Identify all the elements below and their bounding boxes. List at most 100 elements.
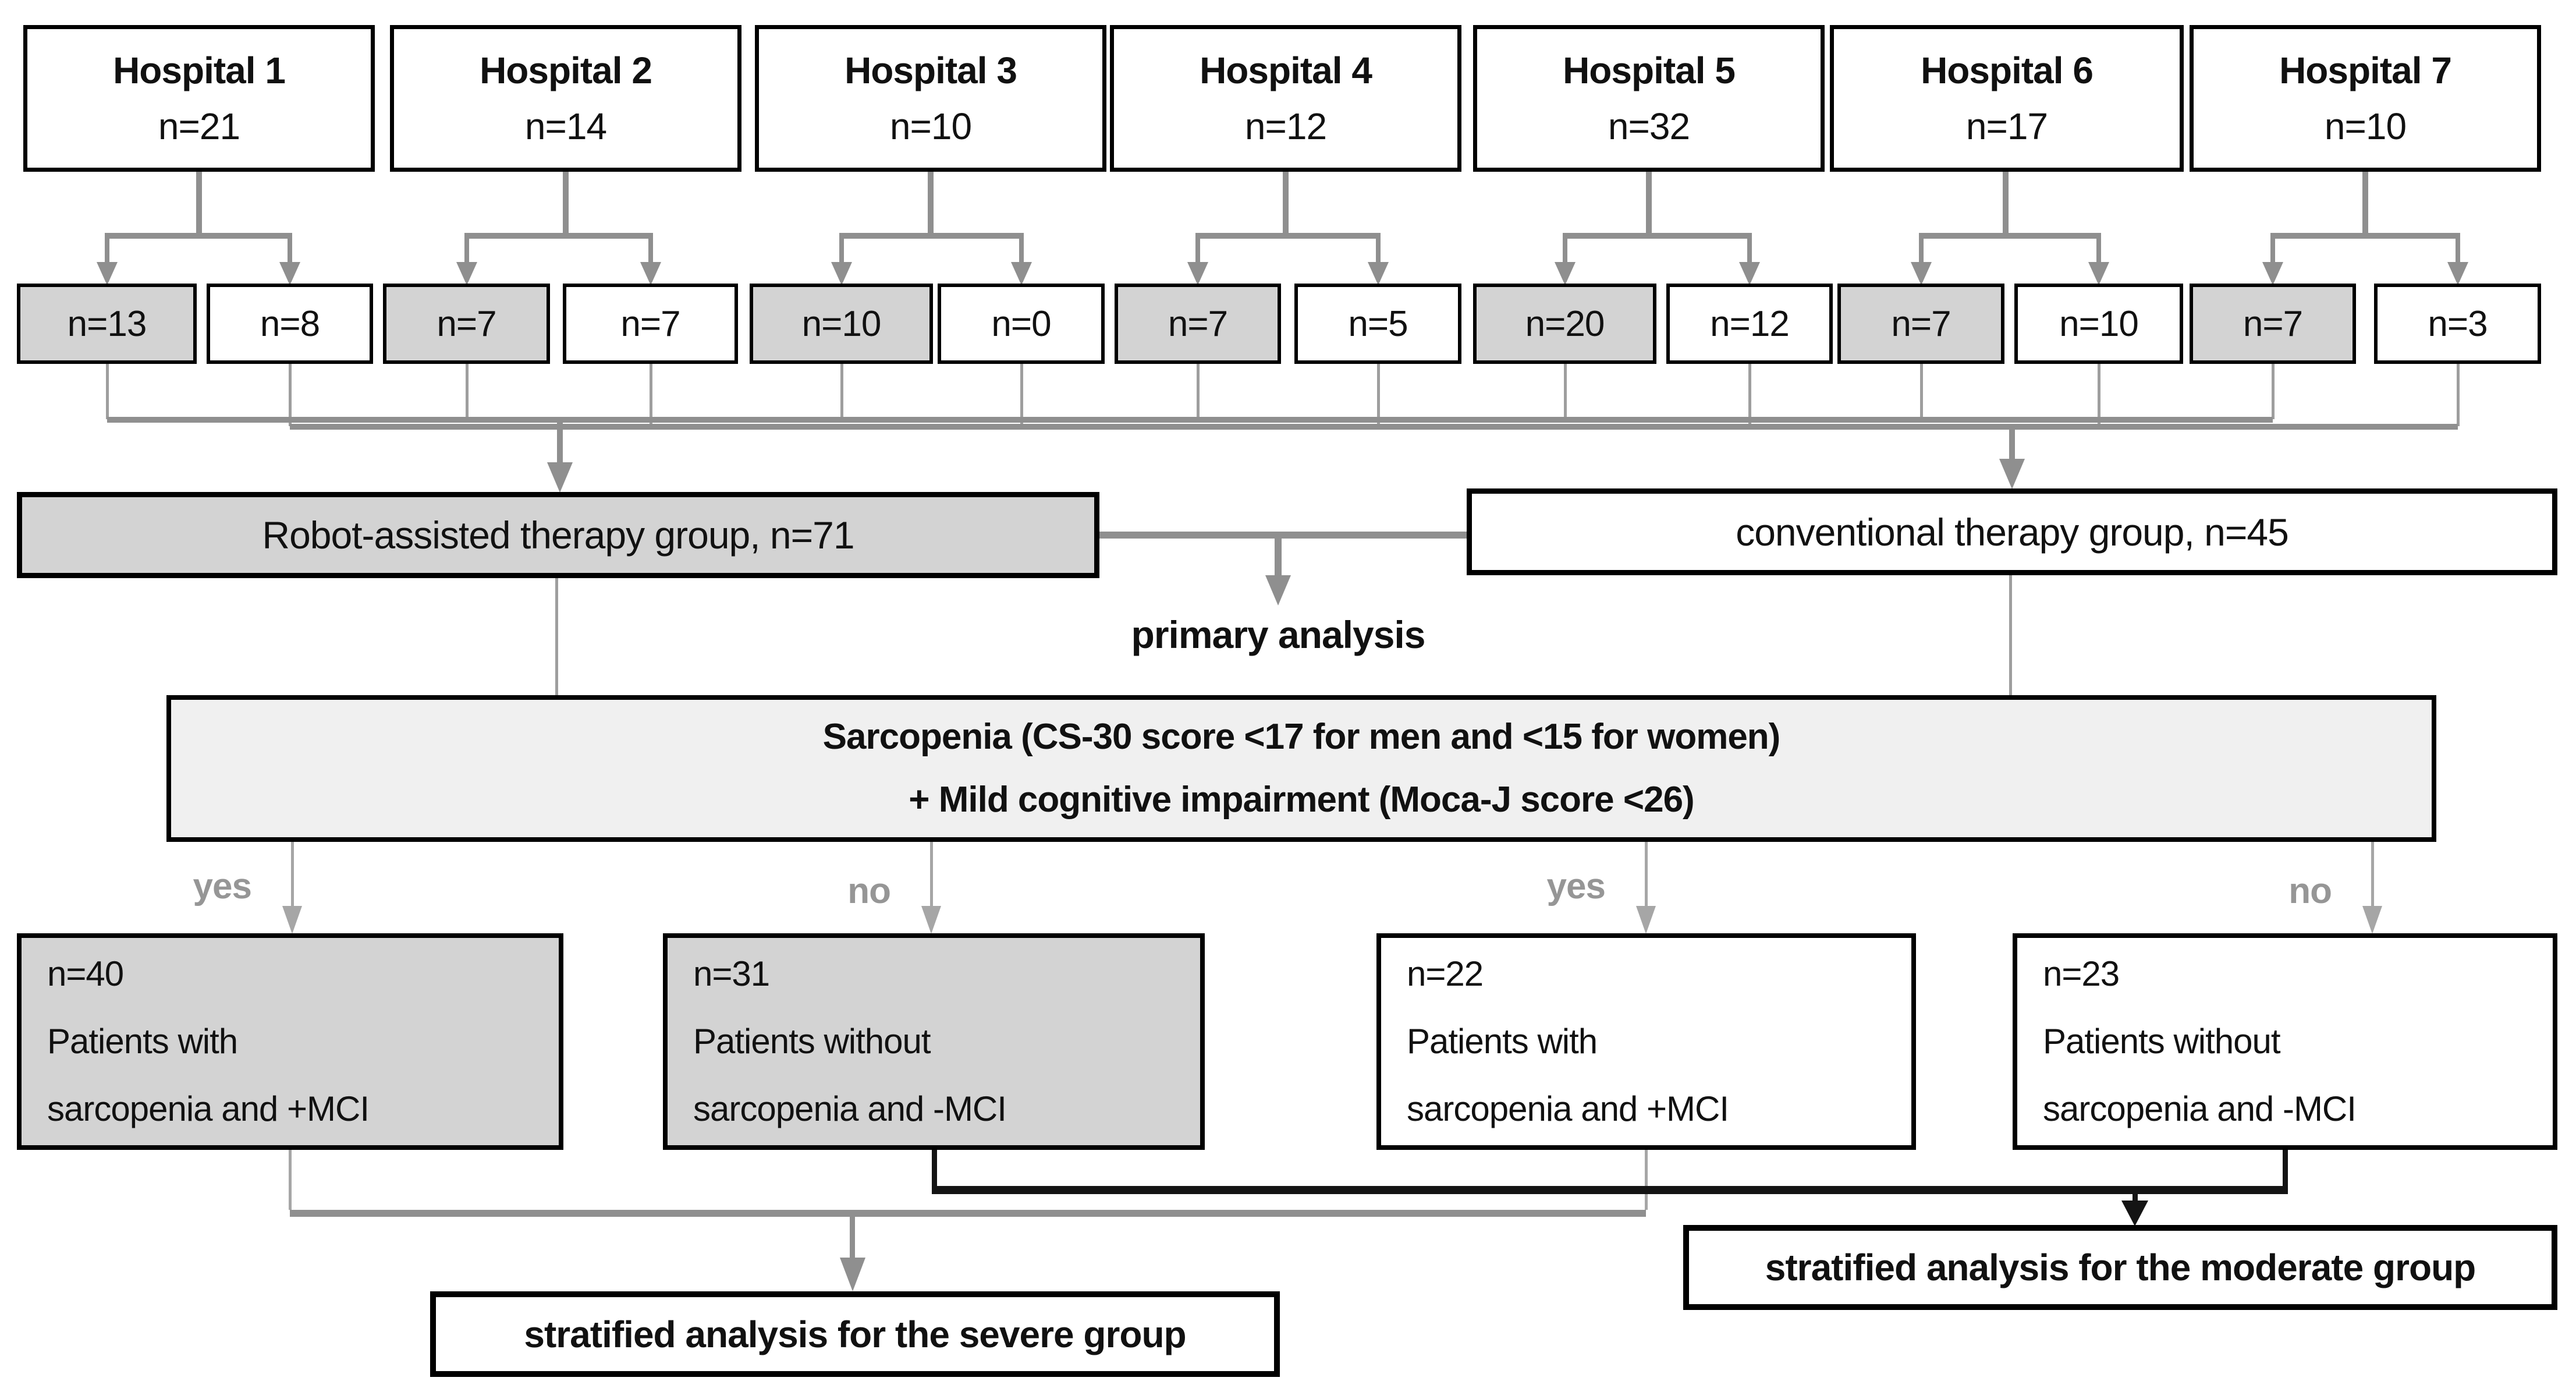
split-arm	[2270, 233, 2275, 263]
arrowhead-down-icon	[1999, 459, 2025, 489]
outcome-line: sarcopenia and -MCI	[2043, 1089, 2357, 1128]
split-stem	[1646, 172, 1652, 236]
hospital-name: Hospital 3	[845, 49, 1017, 91]
arrowhead-down-icon	[2362, 906, 2382, 934]
arrowhead-down-icon	[1368, 262, 1389, 285]
arrowhead-down-icon	[831, 262, 852, 285]
arrowhead-down-icon	[97, 262, 118, 285]
split-arm	[1376, 233, 1381, 263]
hospital-n: n=10	[2324, 105, 2407, 147]
hospital-n: n=14	[524, 105, 607, 147]
severe-path-line	[1645, 1150, 1648, 1210]
split-arm	[105, 233, 109, 263]
outcome-n: n=22	[1407, 954, 1484, 993]
outcome-line: sarcopenia and -MCI	[693, 1089, 1007, 1128]
arrowhead-down-icon	[2447, 262, 2468, 285]
conventional-group-box: conventional therapy group, n=45	[1467, 488, 2557, 575]
arrowhead-down-icon	[640, 262, 661, 285]
hospital-box-5: Hospital 5 n=32	[1473, 25, 1825, 172]
split-arm	[1919, 233, 1924, 263]
moderate-arrow-stub	[2133, 1194, 2138, 1205]
arrowhead-down-icon	[279, 262, 300, 285]
group-link-line	[1099, 532, 1467, 539]
severe-path-line	[289, 1150, 292, 1210]
branch-label-no-1: no	[847, 871, 891, 911]
hospital-name: Hospital 6	[1921, 49, 2094, 91]
outcome-line: Patients without	[2043, 1022, 2281, 1061]
collect-line	[1748, 364, 1751, 426]
arrowhead-down-icon	[2088, 262, 2109, 285]
alloc-box-conv-1: n=8	[207, 284, 373, 364]
robot-collect-bar	[107, 417, 2273, 423]
robot-group-box: Robot-assisted therapy group, n=71	[17, 492, 1099, 578]
split-arm	[1747, 233, 1752, 263]
hospital-box-3: Hospital 3 n=10	[755, 25, 1106, 172]
alloc-n: n=7	[1891, 303, 1951, 344]
split-bar	[1921, 233, 2099, 239]
split-arm	[2096, 233, 2101, 263]
split-stem	[1283, 172, 1289, 236]
split-stem	[196, 172, 202, 236]
outcome-n: n=40	[47, 954, 124, 993]
branch-line	[1645, 842, 1648, 907]
split-bar	[1565, 233, 1750, 239]
collect-line	[2098, 364, 2100, 426]
arrowhead-down-icon	[1739, 262, 1760, 285]
outcome-box-4: n=23 Patients without sarcopenia and -MC…	[2013, 933, 2557, 1150]
outcome-line: sarcopenia and +MCI	[47, 1089, 370, 1128]
alloc-n: n=8	[260, 303, 320, 344]
branch-label-yes-1: yes	[193, 866, 252, 906]
conventional-to-criteria-line	[2009, 575, 2012, 695]
split-stem	[2003, 172, 2009, 236]
moderate-path-line	[932, 1150, 937, 1189]
outcome-line: Patients without	[693, 1022, 931, 1061]
collect-line	[1920, 364, 1923, 419]
arrowhead-down-icon	[1011, 262, 1032, 285]
branch-line	[291, 842, 294, 907]
hospital-box-4: Hospital 4 n=12	[1110, 25, 1461, 172]
alloc-box-robot-5: n=20	[1473, 284, 1656, 364]
arrowhead-down-icon	[921, 906, 941, 934]
severe-arrow-stub	[850, 1217, 855, 1259]
split-stem	[563, 172, 569, 236]
split-arm	[648, 233, 653, 263]
collect-line	[466, 364, 469, 419]
split-bar	[842, 233, 1021, 239]
primary-analysis-stub	[1275, 539, 1282, 576]
split-arm	[1563, 233, 1567, 263]
alloc-n: n=3	[2428, 303, 2488, 344]
arrowhead-down-icon	[2262, 262, 2283, 285]
alloc-box-conv-4: n=5	[1294, 284, 1461, 364]
alloc-box-robot-4: n=7	[1115, 284, 1281, 364]
collect-line	[1564, 364, 1567, 419]
collect-line	[2272, 364, 2275, 419]
alloc-n: n=10	[801, 303, 882, 344]
split-bar	[107, 233, 290, 239]
branch-line	[2371, 842, 2374, 907]
alloc-box-robot-3: n=10	[750, 284, 933, 364]
split-arm	[1195, 233, 1200, 263]
moderate-analysis-box: stratified analysis for the moderate gro…	[1683, 1225, 2557, 1310]
split-arm	[464, 233, 469, 263]
arrowhead-down-icon	[1636, 906, 1656, 934]
split-stem	[928, 172, 934, 236]
split-arm	[839, 233, 844, 263]
primary-analysis-label: primary analysis	[1131, 613, 1426, 656]
alloc-box-conv-7: n=3	[2374, 284, 2541, 364]
robot-drop-line	[557, 417, 563, 465]
collect-line	[1377, 364, 1380, 426]
robot-group-label: Robot-assisted therapy group, n=71	[262, 514, 854, 557]
arrowhead-down-icon	[547, 462, 573, 493]
moderate-path-line	[2283, 1150, 2288, 1189]
hospital-box-1: Hospital 1 n=21	[23, 25, 375, 172]
outcome-box-3: n=22 Patients with sarcopenia and +MCI	[1376, 933, 1916, 1150]
hospital-name: Hospital 5	[1563, 49, 1736, 91]
branch-label-yes-2: yes	[1546, 866, 1606, 906]
outcome-box-1: n=40 Patients with sarcopenia and +MCI	[17, 933, 563, 1150]
arrowhead-down-icon	[1911, 262, 1932, 285]
alloc-n: n=7	[1168, 303, 1228, 344]
split-bar	[1198, 233, 1378, 239]
arrowhead-down-icon	[1265, 575, 1291, 605]
alloc-n: n=7	[620, 303, 680, 344]
